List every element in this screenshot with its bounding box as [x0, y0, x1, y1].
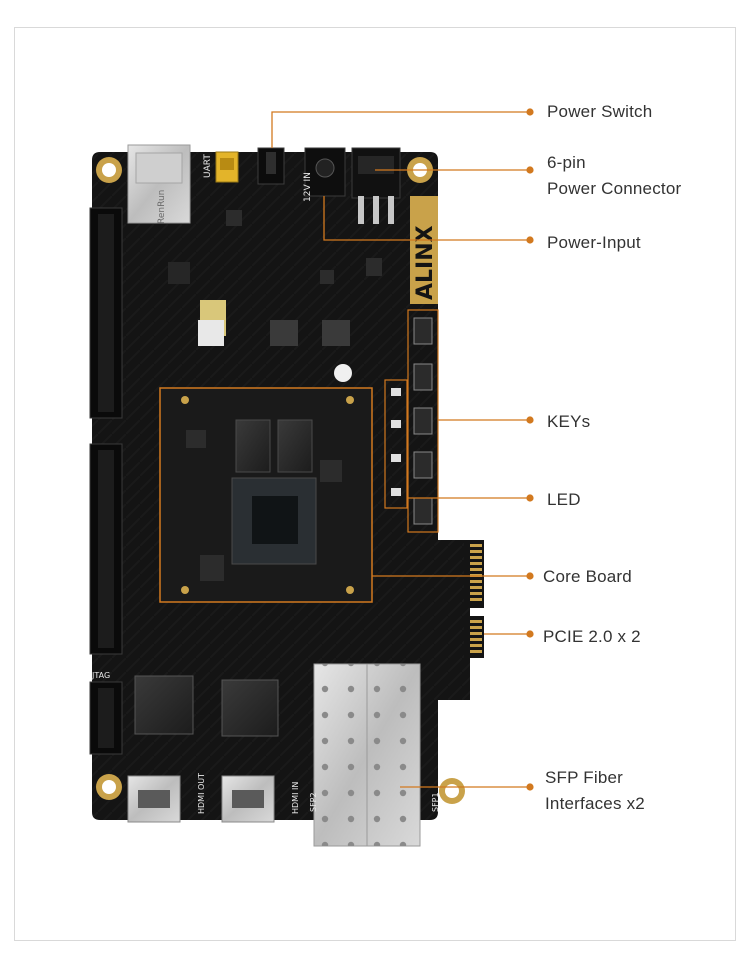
pin-header-j2 [89, 443, 123, 655]
core-board [159, 364, 373, 603]
orange-dot-icon [526, 236, 534, 244]
sfp2-label: SFP2 [309, 792, 318, 812]
orange-dot-icon [526, 572, 534, 580]
pcie-connector [464, 540, 484, 658]
pin-header-j3 [89, 207, 123, 419]
alinx-logo: ALINX [410, 196, 438, 304]
mounting-holes [96, 157, 465, 804]
sfp1-label: SFP1 [431, 792, 440, 812]
keys-column [407, 309, 439, 533]
orange-dot-icon [526, 630, 534, 638]
leader-lines [271, 111, 530, 788]
key-buttons [413, 317, 433, 525]
callout-power-connector-line1: 6-pin [547, 153, 586, 172]
callout-pcie: PCIE 2.0 x 2 [543, 624, 641, 650]
callout-power-connector: 6-pin Power Connector [547, 150, 681, 202]
orange-dot-icon [526, 166, 534, 174]
jtag-label: JTAG [91, 671, 110, 680]
callout-power-switch-line: Power Switch [547, 102, 653, 121]
callout-core-board-line: Core Board [543, 567, 632, 586]
uart-label: UART [203, 154, 213, 178]
callout-core-board: Core Board [543, 564, 632, 590]
power-in-label: 12V IN [303, 172, 313, 202]
callout-led: LED [547, 487, 581, 513]
power-switch [257, 147, 285, 185]
callout-power-input-line: Power-Input [547, 233, 641, 252]
image-frame [14, 27, 736, 941]
led-column [384, 379, 408, 509]
callout-led-line: LED [547, 490, 581, 509]
eth-brand-label: RenRun [157, 190, 167, 224]
hdmi-section: HDMI OUT HDMI IN [127, 675, 300, 823]
callout-power-switch: Power Switch [547, 99, 652, 125]
callout-power-connector-line2: Power Connector [547, 179, 682, 198]
orange-dot-icon [526, 108, 534, 116]
callout-sfp: SFP Fiber Interfaces x2 [545, 765, 645, 817]
callout-sfp-line2: Interfaces x2 [545, 794, 645, 813]
callout-keys-line: KEYs [547, 412, 591, 431]
hdmi-in-label: HDMI IN [291, 782, 300, 814]
callout-sfp-line1: SFP Fiber [545, 768, 624, 787]
sfp-cages: SFP2 SFP1 [309, 663, 440, 847]
uart-port: UART [203, 151, 239, 183]
orange-dot-icon [526, 783, 534, 791]
power-input-jack: 12V IN [303, 147, 346, 202]
power-area-components [168, 210, 382, 346]
leader-dots [526, 108, 534, 791]
callout-power-input: Power-Input [547, 230, 641, 256]
six-pin-connector [351, 147, 401, 224]
orange-dot-icon [526, 416, 534, 424]
ethernet-jack: RenRun [127, 144, 191, 224]
callout-pcie-line: PCIE 2.0 x 2 [543, 627, 641, 646]
logo-text: ALINX [413, 225, 438, 300]
callout-keys: KEYs [547, 409, 590, 435]
orange-dot-icon [526, 494, 534, 502]
hdmi-out-label: HDMI OUT [197, 773, 206, 814]
jtag-header: JTAG [89, 671, 123, 755]
